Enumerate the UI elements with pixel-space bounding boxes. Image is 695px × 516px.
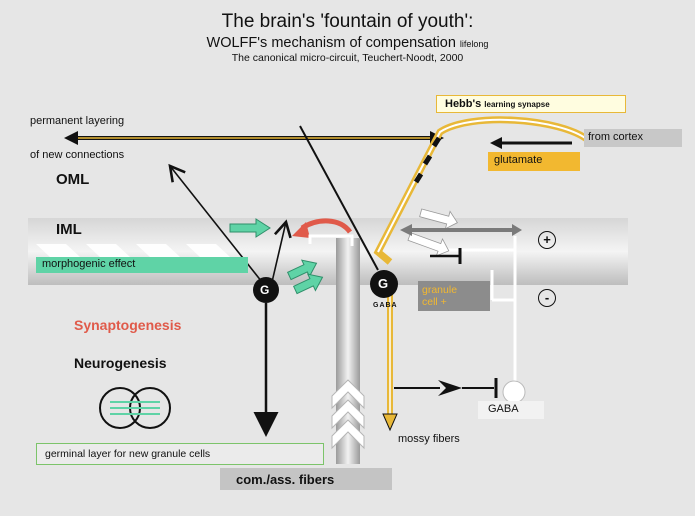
- granule-cell-symbol: G: [260, 283, 270, 297]
- neurogenesis-icon: [99, 387, 171, 429]
- gaba-white-arrows: [407, 208, 458, 257]
- arrowhead-left: [64, 131, 78, 145]
- glutamate-label: glutamate: [488, 152, 580, 171]
- label-oml: OML: [56, 171, 90, 188]
- gaba-cell-symbol: G: [378, 276, 389, 291]
- com-ass-fibers-label: com./ass. fibers: [220, 468, 392, 490]
- credit-line: The canonical micro-circuit, Teuchert-No…: [231, 52, 464, 64]
- label-neurogenesis: Neurogenesis: [74, 355, 167, 371]
- label-new-connections: of new connections: [30, 149, 125, 161]
- gaba-circuit: [438, 236, 517, 390]
- hebb-suffix: learning synapse: [484, 100, 550, 109]
- fiber-dashes: [413, 136, 442, 184]
- fiber-chevrons: [331, 379, 365, 450]
- green-arrows: [229, 218, 324, 295]
- granule-cell-line2: cell +: [422, 296, 447, 308]
- germinal-layer-box: germinal layer for new granule cells: [36, 443, 324, 465]
- label-synaptogenesis: Synaptogenesis: [74, 317, 182, 333]
- subtitle-text: WOLFF's mechanism of compensation: [206, 35, 456, 51]
- from-cortex-label: from cortex: [584, 129, 682, 147]
- label-permanent-layering: permanent layering: [30, 115, 125, 127]
- page-subtitle: WOLFF's mechanism of compensation lifelo…: [0, 36, 695, 51]
- plus-sign: +: [538, 231, 556, 249]
- granule-cell-line1: granule: [422, 284, 458, 296]
- mossy-fibers-label: mossy fibers: [398, 433, 460, 445]
- diagonal-axon: [299, 125, 379, 271]
- gaba-cell-label: GABA: [373, 302, 398, 309]
- hebb-synapse-box: Hebb's learning synapse: [436, 95, 626, 113]
- gaba-cell-soma: [370, 270, 398, 298]
- subtitle-suffix: lifelong: [459, 39, 489, 49]
- gaba-interneuron-soma: [502, 380, 526, 404]
- iml-band: [28, 218, 628, 285]
- fiber-hook: [308, 234, 354, 246]
- page-title: The brain's 'fountain of youth':: [221, 11, 474, 32]
- gaba-bottom-label: GABA: [478, 401, 544, 419]
- label-iml: IML: [56, 221, 82, 238]
- minus-sign: -: [538, 289, 556, 307]
- granule-to-iml-arrow: [271, 219, 292, 283]
- hebb-title: Hebb's: [445, 98, 482, 110]
- morphogenic-effect-bar: morphogenic effect: [36, 257, 248, 273]
- granule-cell-soma: [253, 277, 279, 303]
